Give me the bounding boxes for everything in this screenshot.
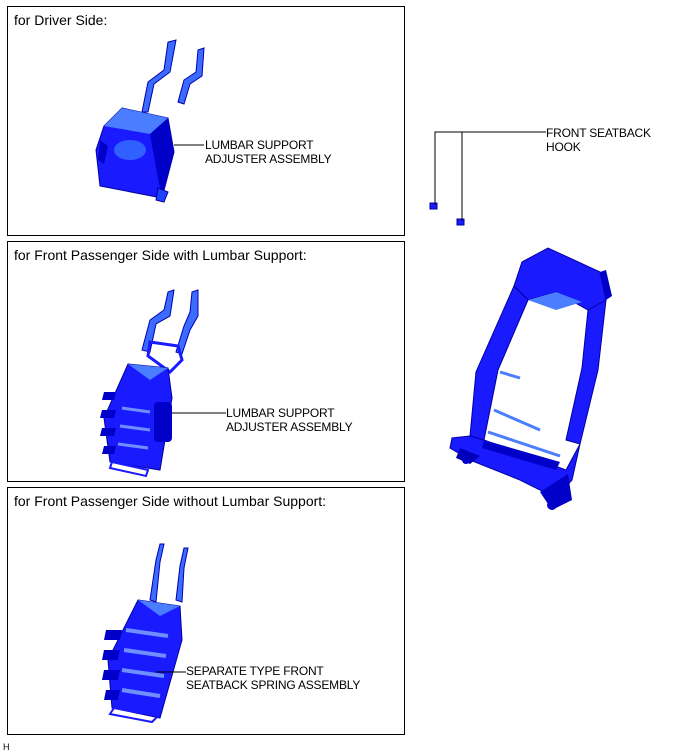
- seatback-frame: [449, 247, 612, 510]
- lumbar-support-adjuster-driver: [95, 39, 205, 203]
- corner-mark: H: [3, 742, 10, 752]
- lumbar-support-adjuster-label-2: LUMBAR SUPPORT ADJUSTER ASSEMBLY: [226, 406, 353, 434]
- front-seatback-hook: [429, 202, 465, 226]
- callout-line: LUMBAR SUPPORT: [205, 138, 314, 152]
- panel-title-passenger-without-lumbar: for Front Passenger Side without Lumbar …: [14, 493, 327, 509]
- front-seatback-hook-label: FRONT SEATBACK HOOK: [546, 126, 651, 154]
- callout-line: ADJUSTER ASSEMBLY: [205, 152, 332, 166]
- callout-line: SEATBACK SPRING ASSEMBLY: [186, 678, 361, 692]
- lumbar-support-adjuster-passenger: [100, 289, 199, 478]
- callout-line: HOOK: [546, 140, 581, 154]
- passenger-with-lumbar-panel: for Front Passenger Side with Lumbar Sup…: [7, 241, 405, 482]
- seatback-spring-assembly: [102, 543, 189, 724]
- seatback-spring-assembly-label: SEPARATE TYPE FRONT SEATBACK SPRING ASSE…: [186, 664, 360, 692]
- driver-side-panel: for Driver Side:: [7, 6, 405, 236]
- callout-line: FRONT SEATBACK: [546, 126, 651, 140]
- panel-title-driver-side: for Driver Side:: [14, 12, 108, 28]
- passenger-without-lumbar-panel: for Front Passenger Side without Lumbar …: [7, 487, 405, 735]
- callout-line: SEPARATE TYPE FRONT: [186, 664, 324, 678]
- lumbar-support-adjuster-label-1: LUMBAR SUPPORT ADJUSTER ASSEMBLY: [205, 138, 332, 166]
- callout-line: LUMBAR SUPPORT: [226, 406, 335, 420]
- panel-title-passenger-with-lumbar: for Front Passenger Side with Lumbar Sup…: [14, 247, 307, 263]
- callout-line: ADJUSTER ASSEMBLY: [226, 420, 353, 434]
